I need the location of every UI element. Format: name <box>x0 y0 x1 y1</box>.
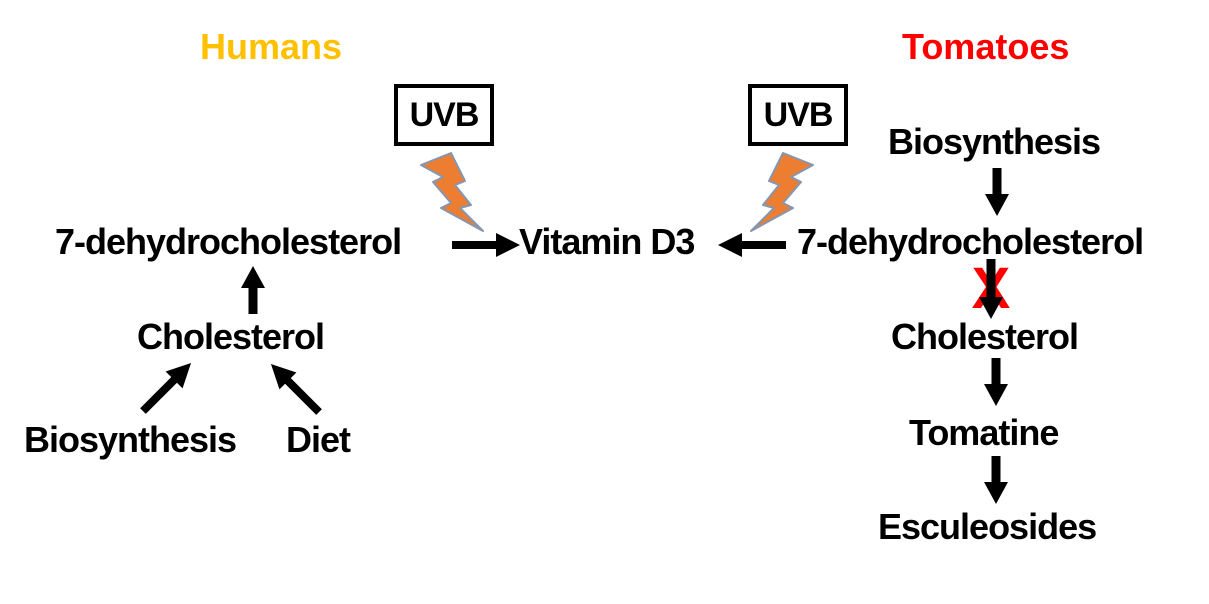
uvb-box-human: UVB <box>394 84 494 146</box>
label-diet: Diet <box>286 419 351 460</box>
label-tomatine: Tomatine <box>909 412 1059 453</box>
arrow-down-biosynthesis-to-7dhc-icon <box>985 168 1009 216</box>
arrow-up-cholesterol-to-7dhc-icon <box>241 266 265 314</box>
arrow-diet-to-cholesterol-icon <box>270 363 322 415</box>
label-vitamin-d3: Vitamin D3 <box>519 221 695 262</box>
arrow-down-cholesterol-to-tomatine-icon <box>984 358 1008 406</box>
uvb-box-tomato: UVB <box>748 84 848 146</box>
label-cholesterol-human: Cholesterol <box>137 316 325 357</box>
humans-section-title: Humans <box>200 26 343 67</box>
tomatoes-section-title: Tomatoes <box>902 26 1070 67</box>
uvb-label: UVB <box>763 95 834 134</box>
uvb-label: UVB <box>409 95 480 134</box>
arrow-left-7dhc-to-vitamin-d3-icon <box>718 233 786 257</box>
lightning-bolt-human-icon <box>420 152 484 232</box>
label-cholesterol-tomato: Cholesterol <box>891 316 1079 357</box>
lightning-bolt-tomato-icon <box>750 152 814 232</box>
label-esculeosides: Esculeosides <box>878 506 1097 547</box>
label-7-dehydrocholesterol-tomato: 7-dehydrocholesterol <box>797 221 1144 262</box>
label-7-dehydrocholesterol-human: 7-dehydrocholesterol <box>55 221 402 262</box>
label-biosynthesis-human: Biosynthesis <box>24 419 237 460</box>
arrow-biosynthesis-to-cholesterol-icon <box>140 362 192 414</box>
arrow-down-tomatine-to-esculeosides-icon <box>984 456 1008 504</box>
arrow-down-blocked-7dhc-to-cholesterol-icon <box>979 259 1003 319</box>
arrow-right-7dhc-to-vitamin-d3-icon <box>452 233 520 257</box>
label-biosynthesis-tomato: Biosynthesis <box>888 121 1101 162</box>
